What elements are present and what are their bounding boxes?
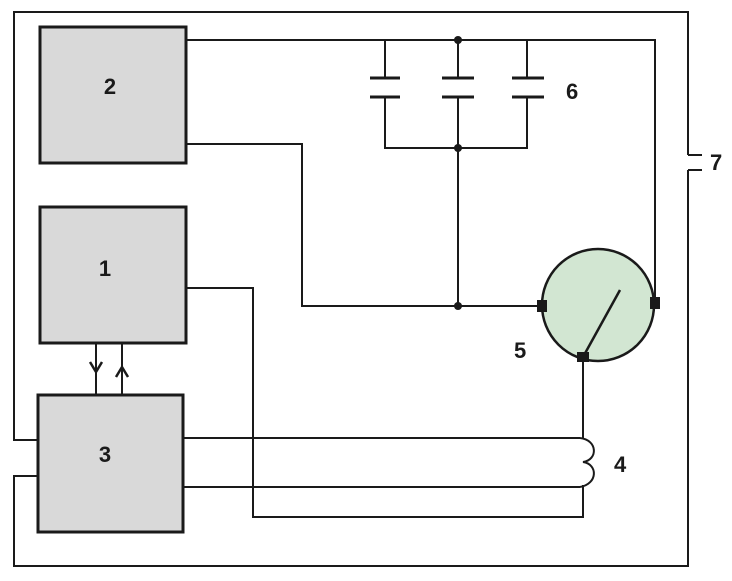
- gauge-terminal-left: [537, 300, 547, 312]
- block-2: [38, 25, 188, 165]
- wire-block1-to-coil: [186, 287, 584, 518]
- coil-symbol: [579, 437, 595, 488]
- wire-capacitor-bank: [384, 40, 528, 306]
- housing-label: 7: [710, 150, 722, 175]
- coil-label: 4: [614, 452, 627, 477]
- housing-outline: [13, 11, 689, 567]
- block-3: [36, 393, 185, 534]
- capacitors-label: 6: [566, 79, 578, 104]
- block-1: [38, 205, 188, 345]
- arrow-down-icon: [88, 343, 104, 395]
- arrow-up-icon: [114, 343, 130, 395]
- gauge-terminal-bottom: [577, 352, 589, 362]
- block-2-label: 2: [104, 74, 116, 99]
- junction-dot: [454, 36, 462, 44]
- gauge-terminal-right: [650, 297, 660, 309]
- gauge-label: 5: [514, 338, 526, 363]
- junction-dot: [454, 144, 462, 152]
- junction-dot: [454, 302, 462, 310]
- wire-block2-side-to-gauge: [186, 143, 541, 307]
- gauge-needle: [581, 289, 622, 358]
- block-1-label: 1: [99, 256, 111, 281]
- wire-block2-top-to-gauge: [186, 39, 656, 302]
- capacitor-right: [512, 76, 544, 99]
- block-3-label: 3: [99, 442, 111, 467]
- capacitor-middle: [442, 76, 474, 99]
- gauge-circle: [540, 247, 656, 363]
- capacitor-left: [370, 76, 400, 99]
